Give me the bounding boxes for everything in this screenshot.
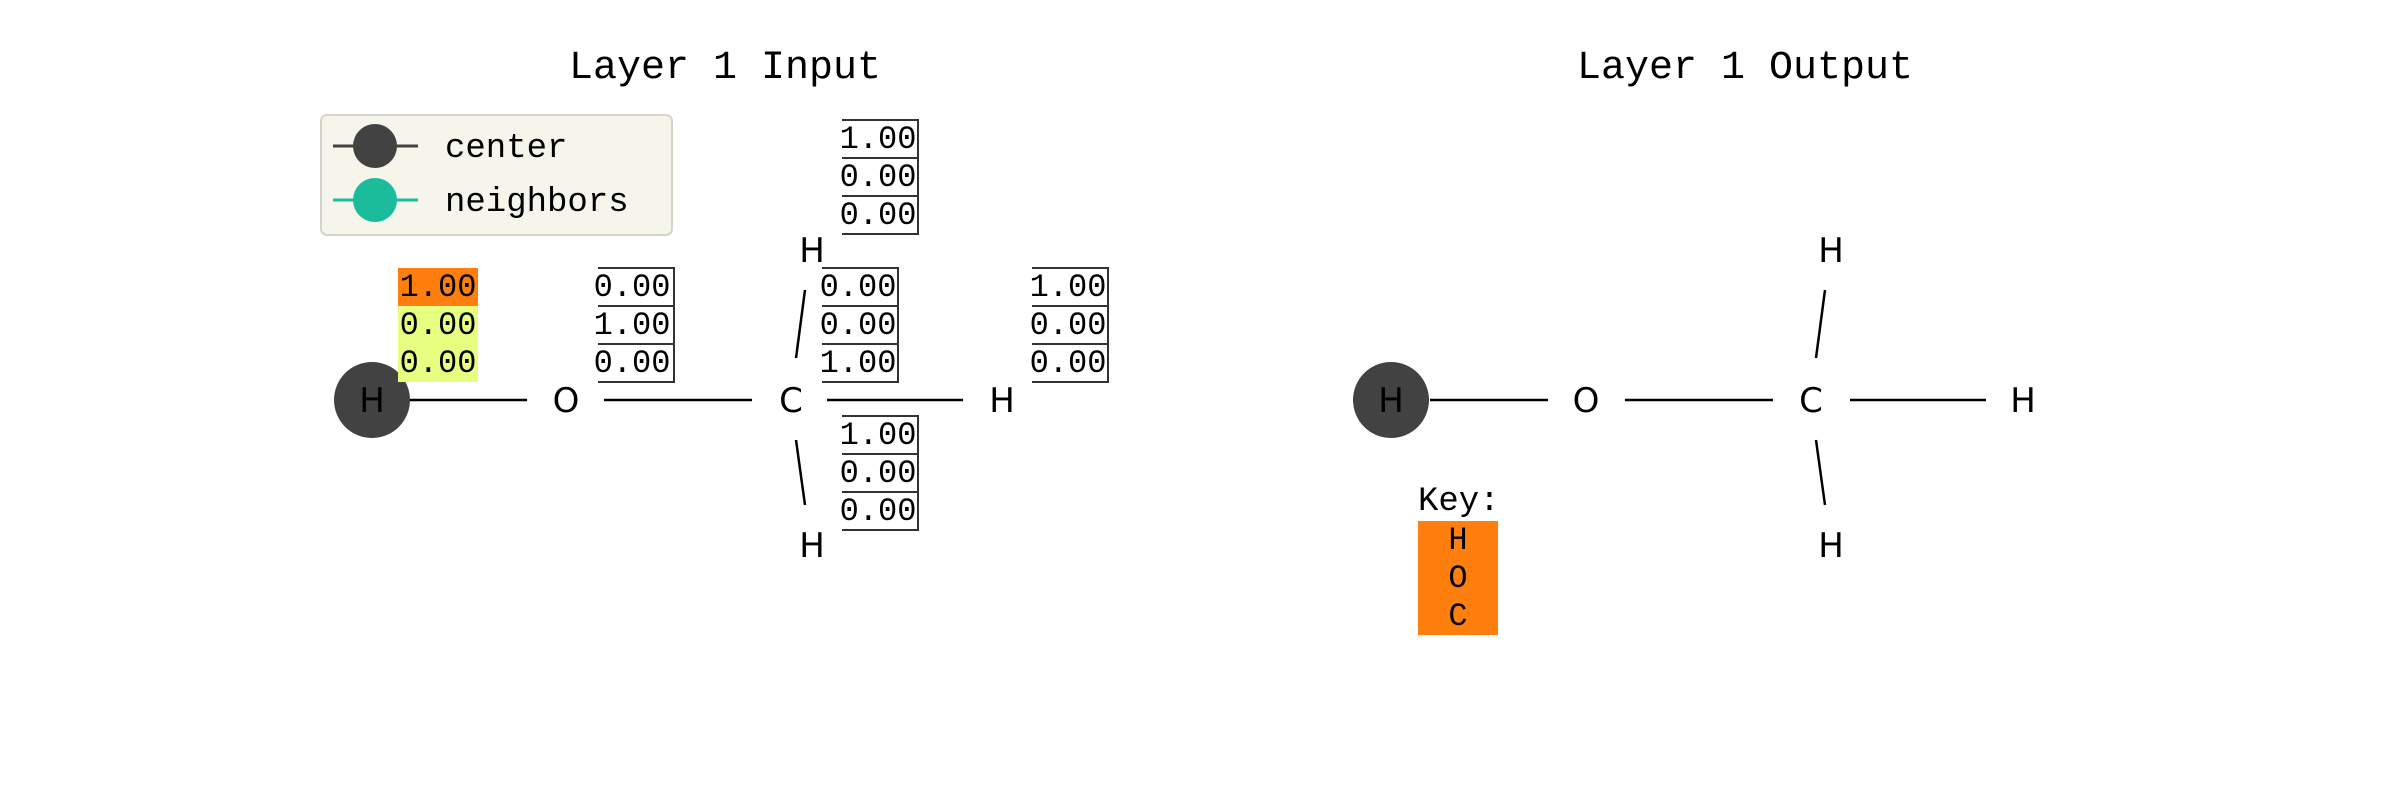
key-entry: C xyxy=(1448,598,1467,635)
feature-value: 0.00 xyxy=(820,269,897,306)
legend-center-label: center xyxy=(445,130,567,168)
feature-cell-bg xyxy=(398,268,478,306)
input-panel-title: Layer 1 Input xyxy=(569,46,881,91)
atom-h-center: H xyxy=(1378,381,1404,421)
legend-neighbors-marker xyxy=(353,178,397,222)
key-label: Key: xyxy=(1418,483,1500,521)
feature-value: 1.00 xyxy=(400,269,477,306)
atom-h-top: H xyxy=(799,231,825,271)
output-bonds xyxy=(1430,289,1986,506)
feature-value: 0.00 xyxy=(840,493,917,530)
key-entry: H xyxy=(1448,522,1467,559)
feature-value: 1.00 xyxy=(594,307,671,344)
feature-value: 0.00 xyxy=(840,159,917,196)
feature-value: 1.00 xyxy=(840,417,917,454)
feature-value: 0.00 xyxy=(1030,307,1107,344)
feature-value: 0.00 xyxy=(840,197,917,234)
feature-box-c: 0.00 0.00 1.00 xyxy=(820,267,899,383)
output-panel: Layer 1 Output H O C H H H Key: H O C xyxy=(1353,46,2036,635)
feature-value: 1.00 xyxy=(840,121,917,158)
legend: center neighbors xyxy=(320,114,673,236)
center-node xyxy=(334,362,410,438)
bond-c-h-bottom xyxy=(1814,439,1827,506)
key-box xyxy=(1418,521,1498,635)
atom-o: O xyxy=(553,381,580,421)
legend-neighbors-label: neighbors xyxy=(445,184,629,222)
feature-box-h-bottom: 1.00 0.00 0.00 xyxy=(840,415,919,531)
feature-value: 0.00 xyxy=(594,345,671,382)
feature-value: 1.00 xyxy=(820,345,897,382)
output-panel-title: Layer 1 Output xyxy=(1577,46,1913,91)
feature-value: 0.00 xyxy=(400,307,477,344)
atom-h-center: H xyxy=(359,381,385,421)
center-node xyxy=(1353,362,1429,438)
input-atoms: H O C H H H xyxy=(334,231,1015,566)
feature-value: 0.00 xyxy=(400,345,477,382)
input-panel: Layer 1 Input center neighbors H O C H xyxy=(320,46,1109,566)
feature-box-h-center: 1.00 0.00 0.00 xyxy=(398,268,478,382)
atom-o: O xyxy=(1573,381,1600,421)
feature-box-h-top: 1.00 0.00 0.00 xyxy=(840,119,919,235)
bond-c-h-top xyxy=(1814,289,1827,359)
key-entry: O xyxy=(1448,560,1467,597)
output-key: Key: H O C xyxy=(1418,483,1500,635)
output-atoms: H O C H H H xyxy=(1353,231,2036,566)
atom-h-right: H xyxy=(989,381,1015,421)
feature-box-o: 0.00 1.00 0.00 xyxy=(594,267,675,383)
atom-h-top: H xyxy=(1818,231,1844,271)
feature-box-h-right: 1.00 0.00 0.00 xyxy=(1030,267,1109,383)
atom-h-right: H xyxy=(2010,381,2036,421)
legend-center-marker xyxy=(353,124,397,168)
atom-c: C xyxy=(1799,381,1823,421)
feature-cell-bg xyxy=(398,344,478,382)
bond-c-h-top xyxy=(794,289,807,359)
feature-value: 1.00 xyxy=(1030,269,1107,306)
feature-value: 0.00 xyxy=(594,269,671,306)
feature-value: 0.00 xyxy=(1030,345,1107,382)
atom-h-bottom: H xyxy=(1818,526,1844,566)
feature-cell-bg xyxy=(398,306,478,344)
feature-value: 0.00 xyxy=(820,307,897,344)
bond-c-h-bottom xyxy=(794,439,807,506)
input-bonds xyxy=(410,289,963,506)
atom-h-bottom: H xyxy=(799,526,825,566)
atom-c: C xyxy=(779,381,803,421)
feature-value: 0.00 xyxy=(840,455,917,492)
